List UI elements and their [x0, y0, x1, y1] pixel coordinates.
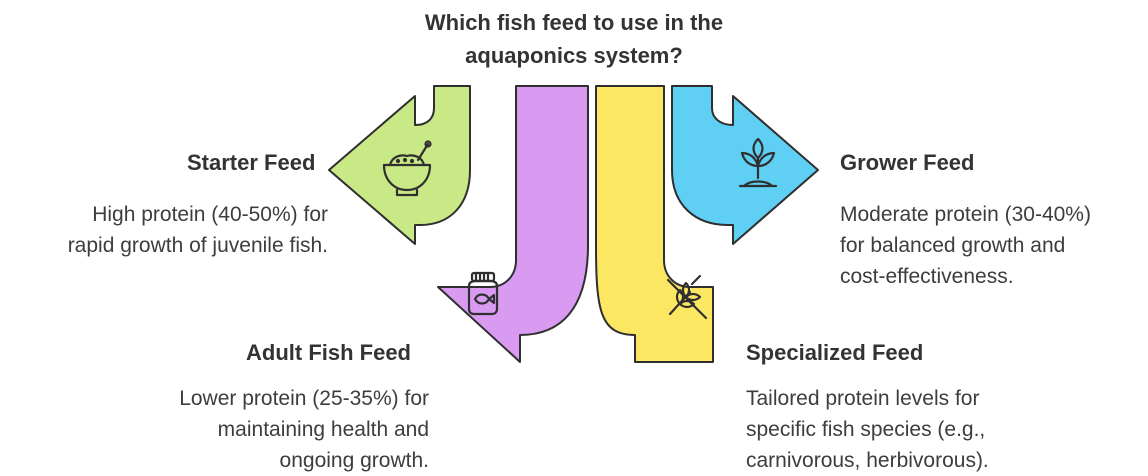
specialized-feed-description: Tailored protein levels for specific fis… — [746, 383, 989, 476]
adult-fish-feed-desc-line-3: ongoing growth. — [279, 449, 429, 472]
title-line-1: Which fish feed to use in the — [424, 10, 724, 35]
grower-feed-desc-line-2: for balanced growth and — [840, 234, 1066, 257]
specialized-feed-desc-line-3: carnivorous, herbivorous). — [746, 449, 989, 472]
diagram-title: Which fish feed to use in the aquaponics… — [374, 6, 774, 72]
adult-fish-feed-desc-line-1: Lower protein (25-35%) for — [179, 387, 429, 410]
adult-fish-feed-description: Lower protein (25-35%) for maintaining h… — [179, 383, 429, 476]
specialized-feed-label: Specialized Feed — [746, 340, 924, 365]
starter-feed-desc-line-2: rapid growth of juvenile fish. — [67, 234, 328, 257]
fish-food-jar-icon — [467, 271, 499, 316]
no-wheat-icon — [666, 274, 708, 320]
adult-fish-feed-arrow — [437, 85, 589, 363]
grower-feed-label: Grower Feed — [840, 150, 975, 175]
title-line-2: aquaponics system? — [465, 43, 683, 68]
grower-feed-desc-line-3: cost-effectiveness. — [840, 265, 1014, 288]
bowl-icon — [382, 140, 432, 197]
sprout-icon — [738, 137, 778, 188]
starter-feed-label: Starter Feed — [187, 150, 316, 175]
adult-fish-feed-label: Adult Fish Feed — [246, 340, 411, 365]
starter-feed-description: High protein (40-50%) for rapid growth o… — [68, 199, 328, 261]
grower-feed-arrow — [671, 85, 819, 245]
starter-feed-desc-line-1: High protein (40-50%) for — [92, 203, 328, 226]
specialized-feed-desc-line-2: specific fish species (e.g., — [746, 418, 986, 441]
specialized-feed-desc-line-1: Tailored protein levels for — [746, 387, 980, 410]
grower-feed-desc-line-1: Moderate protein (30-40%) — [840, 203, 1091, 226]
grower-feed-description: Moderate protein (30-40%) for balanced g… — [840, 199, 1091, 292]
adult-fish-feed-desc-line-2: maintaining health and — [217, 418, 429, 441]
